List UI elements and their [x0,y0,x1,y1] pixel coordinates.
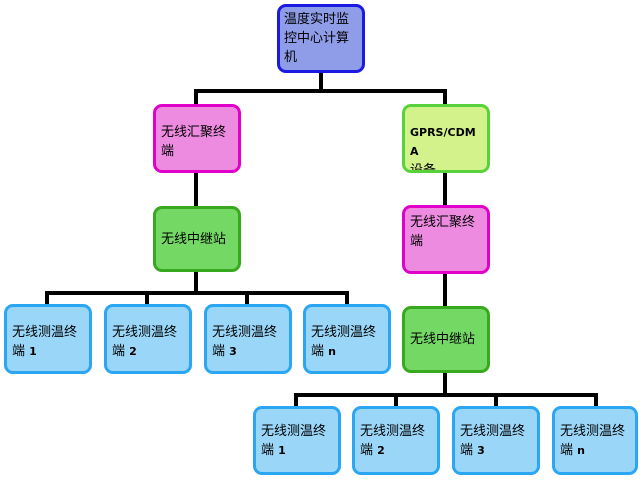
node-label: 无线测温终 [261,424,327,439]
terminal-index: 1 [29,345,37,358]
left-terminal-node-1: 无线测温终端 1 [4,304,92,374]
connector-line [45,291,49,305]
terminal-index: n [577,444,585,457]
connector-line [194,172,198,207]
terminal-index: n [328,345,336,358]
node-label-suffix: 端 [460,443,474,458]
node-title: GPRS/CDMA [410,126,476,158]
node-label-suffix: 端 [261,443,275,458]
left-relay-node: 无线中继站 [153,206,241,272]
node-label-suffix: 端 [311,344,325,359]
terminal-index: 2 [377,444,385,457]
connector-line [145,291,149,305]
right-terminal-node-1: 无线测温终端 1 [253,406,341,475]
connector-line [45,291,349,295]
node-label: 无线汇聚终端 [161,125,227,159]
node-label-suffix: 端 [12,344,26,359]
node-label-suffix: 端 [560,443,574,458]
left-terminal-node-3: 无线测温终端 3 [204,304,292,374]
right-terminal-node-3: 无线测温终端 3 [452,406,540,475]
right-relay-node: 无线中继站 [402,306,490,373]
connector-line [245,291,249,305]
connector-line [294,393,598,397]
node-label: 无线中继站 [161,231,227,247]
connector-line [294,393,298,407]
node-label: 无线测温终 [112,325,178,340]
node-label: 无线测温终 [12,325,78,340]
terminal-index: 2 [129,345,137,358]
right-aggregator-node: 无线汇聚终端 [402,205,490,274]
node-label: 无线测温终 [460,424,526,439]
left-terminal-node-n: 无线测温终端 n [303,304,391,374]
right-terminal-node-n: 无线测温终端 n [552,406,638,475]
connector-line [345,291,349,305]
terminal-index: 3 [229,345,237,358]
left-terminal-node-2: 无线测温终端 2 [104,304,192,374]
monitoring-center-computer-node: 温度实时监控中心计算机 [277,4,365,73]
node-label-suffix: 端 [212,344,226,359]
gprs-cdma-device-node: GPRS/CDMA 设备 [402,104,490,173]
terminal-index: 1 [278,444,286,457]
left-aggregator-node: 无线汇聚终端 [153,104,241,173]
connector-line [194,89,198,106]
node-label: 无线测温终 [560,424,626,439]
right-terminal-node-2: 无线测温终端 2 [352,406,440,475]
connector-line [494,393,498,407]
connector-line [594,393,598,407]
connector-line [394,393,398,407]
node-label-suffix: 端 [360,443,374,458]
connector-line [194,89,445,93]
node-label-suffix: 端 [112,344,126,359]
node-label: 无线测温终 [311,325,377,340]
node-label: 设备 [410,163,437,173]
connector-line [319,73,323,89]
connector-line [443,372,447,394]
connector-line [443,272,447,306]
node-label: 无线汇聚终端 [410,215,476,249]
terminal-index: 3 [477,444,485,457]
node-label: 无线中继站 [410,332,476,347]
node-label: 无线测温终 [360,424,426,439]
connector-line [443,89,447,106]
node-label: 温度实时监控中心计算机 [284,12,350,65]
connector-line [443,172,447,207]
node-label: 无线测温终 [212,325,278,340]
connector-line [194,271,198,292]
